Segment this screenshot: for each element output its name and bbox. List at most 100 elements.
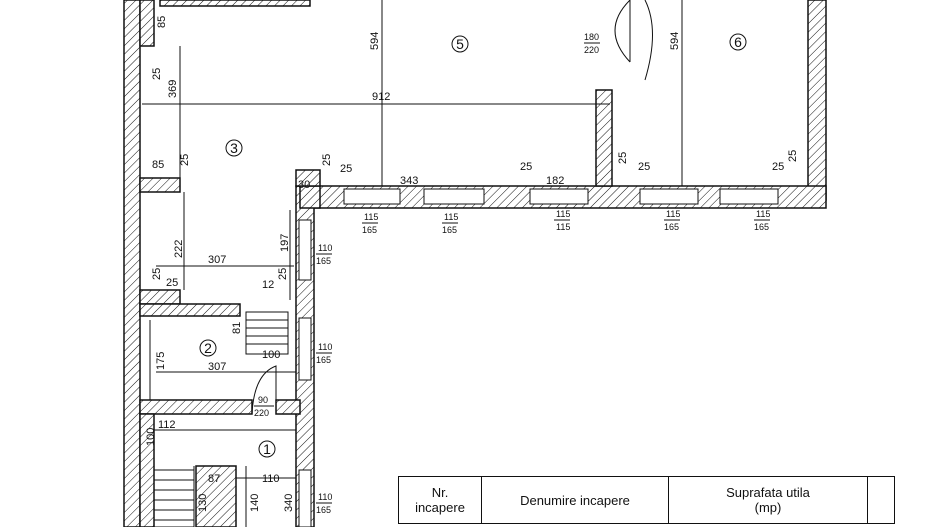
dim-912: 912 xyxy=(372,91,390,103)
svg-text:165: 165 xyxy=(316,355,331,365)
staircase-upper xyxy=(245,311,289,355)
dim-25-g: 25 xyxy=(638,161,650,173)
svg-text:5: 5 xyxy=(456,36,464,52)
wall-room2-top xyxy=(139,303,241,317)
room-label-2: 2 xyxy=(199,339,217,357)
svg-text:1: 1 xyxy=(263,441,271,457)
svg-text:110: 110 xyxy=(318,492,332,502)
svg-text:165: 165 xyxy=(442,225,457,235)
dim-85-mid: 85 xyxy=(152,159,164,171)
opening-label-w4: 115 165 xyxy=(664,209,680,232)
dim-25-j: 25 xyxy=(151,268,163,280)
svg-text:110: 110 xyxy=(318,243,332,253)
dimension-lines xyxy=(142,0,683,527)
svg-text:115: 115 xyxy=(364,212,378,222)
window-4 xyxy=(639,188,699,205)
room-label-5: 5 xyxy=(451,35,469,53)
svg-text:2: 2 xyxy=(204,340,212,356)
opening-label-door-1: 90 220 xyxy=(254,395,274,418)
svg-text:110: 110 xyxy=(318,342,332,352)
window-side-2 xyxy=(298,317,312,381)
dim-81: 81 xyxy=(231,322,243,334)
wall-3-corner xyxy=(295,169,321,187)
dim-112: 112 xyxy=(158,419,176,431)
svg-text:165: 165 xyxy=(664,222,679,232)
wall-corridor-mid xyxy=(275,399,301,415)
dim-110: 110 xyxy=(262,473,280,485)
opening-label-side-3: 110 165 xyxy=(316,492,332,515)
window-1 xyxy=(343,188,401,205)
svg-text:6: 6 xyxy=(734,34,742,50)
opening-label-side-1: 110 165 xyxy=(316,243,332,266)
dim-175: 175 xyxy=(155,352,167,370)
door-room5-swing xyxy=(614,0,653,81)
dim-25-corner-b: 25 xyxy=(340,163,352,175)
dim-30: 30 xyxy=(298,179,310,191)
wall-left-inner-1 xyxy=(139,0,155,47)
header-room-number-line2: incapere xyxy=(415,500,465,515)
room-label-3: 3 xyxy=(225,139,243,157)
header-room-name: Denumire incapere xyxy=(481,476,669,524)
header-extra-column xyxy=(867,476,895,524)
window-3 xyxy=(529,188,589,205)
dim-25-k: 25 xyxy=(166,277,178,289)
dim-307-bottom: 307 xyxy=(208,361,226,373)
dim-25-i: 25 xyxy=(787,150,799,162)
svg-text:115: 115 xyxy=(556,209,570,219)
dim-25-top: 25 xyxy=(151,68,163,80)
svg-text:115: 115 xyxy=(756,209,770,219)
dim-594-right: 594 xyxy=(669,32,681,50)
dim-25-corner-a: 25 xyxy=(321,154,333,166)
dim-369: 369 xyxy=(167,80,179,98)
svg-text:90: 90 xyxy=(258,395,268,405)
wall-stair-inner xyxy=(195,465,237,527)
dim-340: 340 xyxy=(283,494,295,512)
dim-222: 222 xyxy=(173,240,185,258)
dim-182: 182 xyxy=(546,175,564,187)
window-2 xyxy=(423,188,485,205)
svg-text:165: 165 xyxy=(316,256,331,266)
header-usable-area: Suprafata utila (mp) xyxy=(668,476,868,524)
window-side-1 xyxy=(298,219,312,281)
dim-25-mid: 25 xyxy=(179,154,191,166)
table-header-row: Nr. incapere Denumire incapere Suprafata… xyxy=(398,476,895,524)
svg-text:220: 220 xyxy=(584,45,599,55)
header-room-number-line1: Nr. xyxy=(431,485,449,500)
opening-label-w2: 115 165 xyxy=(442,212,458,235)
dim-343: 343 xyxy=(400,175,418,187)
window-side-3 xyxy=(298,469,312,527)
opening-label-side-2: 110 165 xyxy=(316,342,332,365)
header-usable-area-line2: (mp) xyxy=(754,500,782,515)
wall-room2-bottom xyxy=(139,399,253,415)
dim-197: 197 xyxy=(279,234,291,252)
dim-25-e: 25 xyxy=(520,161,532,173)
svg-text:165: 165 xyxy=(316,505,331,515)
wall-top-strip xyxy=(159,0,311,7)
door-corridor-swing xyxy=(251,365,277,415)
svg-text:165: 165 xyxy=(362,225,377,235)
dim-140: 140 xyxy=(249,494,261,512)
dim-130: 130 xyxy=(197,494,209,512)
svg-text:165: 165 xyxy=(754,222,769,232)
svg-text:220: 220 xyxy=(254,408,269,418)
wall-left-outer xyxy=(123,0,141,527)
wall-left-inner-2 xyxy=(139,177,181,193)
wall-right-outer xyxy=(807,0,827,201)
opening-label-w3: 115 115 xyxy=(554,209,570,232)
dim-25-f: 25 xyxy=(617,152,629,164)
svg-text:115: 115 xyxy=(444,212,458,222)
room-area-table: Nr. incapere Denumire incapere Suprafata… xyxy=(398,476,895,524)
wall-room56-divider xyxy=(595,89,613,187)
room-label-6: 6 xyxy=(729,33,747,51)
header-usable-area-line1: Suprafata utila xyxy=(726,485,810,500)
svg-text:115: 115 xyxy=(556,222,570,232)
opening-label-w5: 115 165 xyxy=(754,209,770,232)
dim-87: 87 xyxy=(208,473,220,485)
opening-label-w1: 115 165 xyxy=(362,212,378,235)
header-room-number: Nr. incapere xyxy=(398,476,482,524)
dim-594-left: 594 xyxy=(369,32,381,50)
dim-25-h: 25 xyxy=(772,161,784,173)
dim-85-top: 85 xyxy=(156,16,168,28)
dim-307-top: 307 xyxy=(208,254,226,266)
